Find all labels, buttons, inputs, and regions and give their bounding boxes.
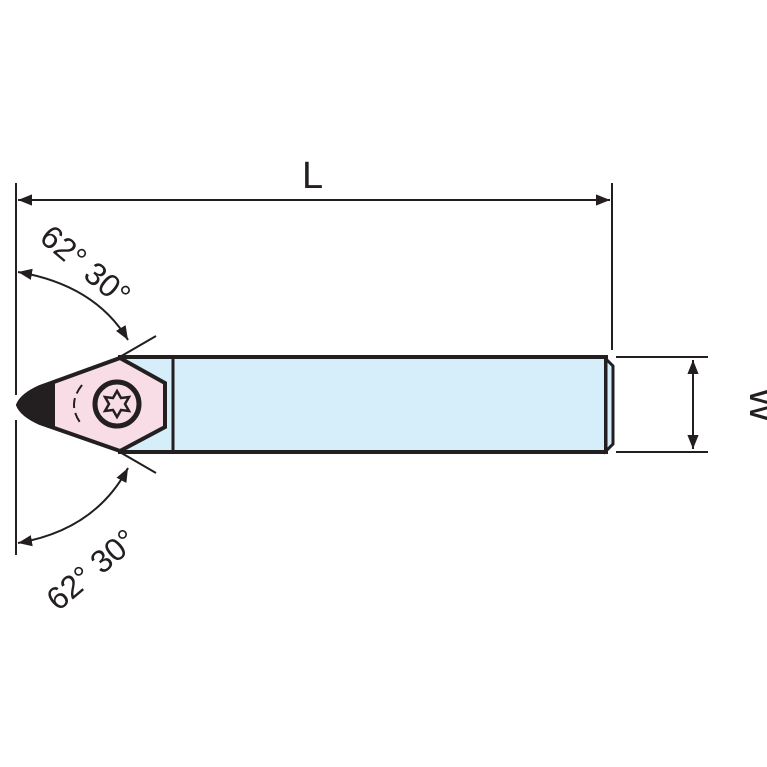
top-angle-label: 62° 30° — [34, 218, 138, 314]
shank-chamfer — [604, 355, 615, 455]
top-angle-arc — [17, 268, 129, 341]
top-edge-extension — [117, 335, 157, 359]
shank — [118, 355, 608, 454]
length-label: L — [302, 155, 323, 197]
width-label: W — [741, 387, 767, 423]
torx-icon — [102, 388, 132, 420]
insert-arc-line — [73, 384, 83, 426]
bottom-angle-arc — [17, 467, 129, 547]
insert-tip — [18, 382, 55, 428]
bottom-edge-extension — [117, 450, 157, 474]
bottom-angle-label: 62° 30° — [39, 522, 143, 618]
